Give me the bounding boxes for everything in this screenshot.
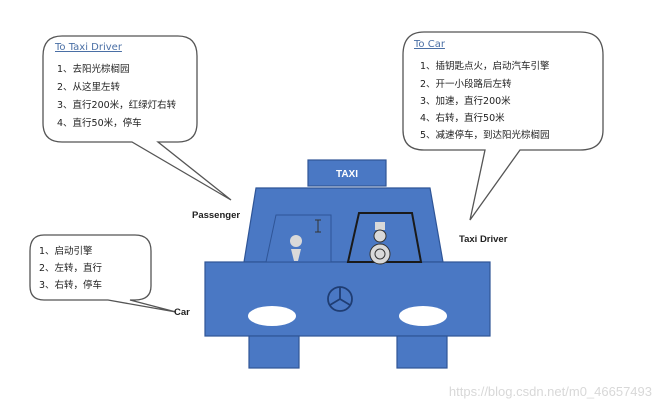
text-cursor-icon: [315, 219, 321, 233]
bubble-line: 1、启动引擎: [39, 245, 93, 257]
bubble-to-taxi-driver: To Taxi Driver 1、去阳光棕榈园 2、从这里左转 3、直行200米…: [42, 35, 232, 201]
bubble-line: 3、右转，停车: [39, 279, 102, 291]
label-taxi-driver: Taxi Driver: [459, 234, 508, 245]
taxi-car: TAXI: [204, 159, 491, 369]
bubble-line: 2、左转，直行: [39, 262, 103, 274]
bubble-line: 4、直行50米，停车: [57, 117, 142, 129]
car-emblem: [327, 286, 353, 312]
bubble-line: 4、右转，直行50米: [420, 112, 505, 124]
bubble-line: 3、直行200米，红绿灯右转: [57, 99, 177, 111]
bubble-title: To Taxi Driver: [54, 42, 123, 53]
watermark: https://blog.csdn.net/m0_46657493: [449, 384, 652, 399]
taxi-roof-sign: [307, 159, 387, 187]
car-wheel-left: [248, 335, 300, 369]
car-wheel-right: [396, 335, 448, 369]
bubble-line: 3、加速，直行200米: [420, 95, 511, 107]
bubble-title: To Car: [413, 39, 446, 50]
headlight-left: [248, 306, 296, 326]
label-passenger: Passenger: [192, 210, 240, 221]
taxi-sign-text: TAXI: [336, 169, 358, 180]
car-body: [204, 261, 491, 337]
driver-figure: [369, 222, 391, 265]
bubble-outline: [29, 234, 177, 313]
bubble-line: 5、减速停车，到达阳光棕榈园: [420, 129, 550, 141]
bubble-line: 2、从这里左转: [57, 81, 121, 93]
bubble-to-car: To Car 1、插钥匙点火，启动汽车引擎 2、开一小段路后左转 3、加速，直行…: [402, 31, 604, 221]
bubble-line: 1、插钥匙点火，启动汽车引擎: [420, 60, 550, 72]
bubble-line: 2、开一小段路后左转: [420, 78, 512, 90]
bubble-outline: [402, 31, 604, 221]
bubble-outline: [42, 35, 232, 201]
bubble-line: 1、去阳光棕榈园: [57, 63, 130, 75]
label-car: Car: [174, 307, 190, 318]
bubble-car-steps: 1、启动引擎 2、左转，直行 3、右转，停车: [29, 234, 177, 313]
passenger-figure: [290, 235, 302, 261]
headlight-right: [399, 306, 447, 326]
